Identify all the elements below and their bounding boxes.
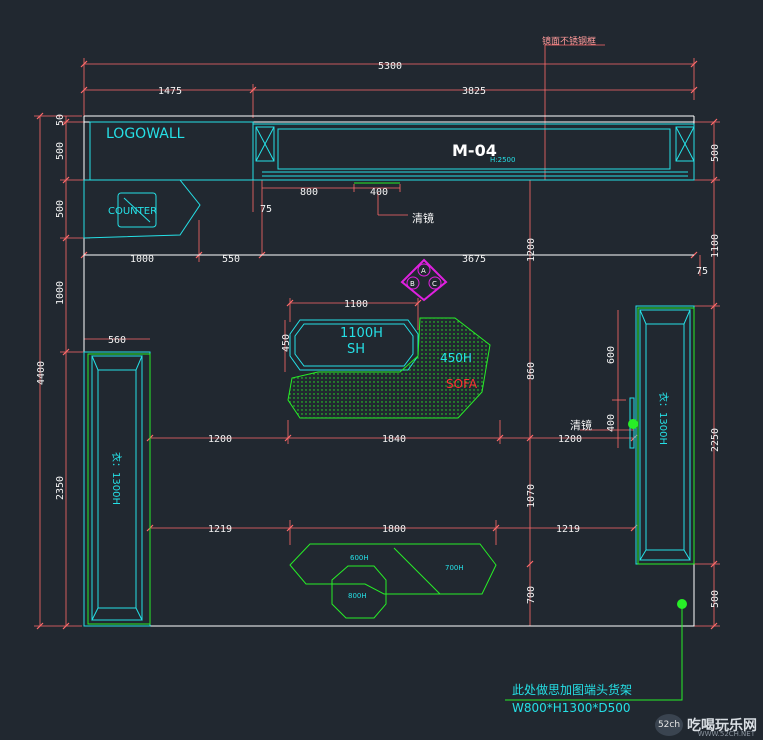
dim-left-500b: 500 — [55, 200, 66, 218]
dim-left-1000: 1000 — [55, 281, 66, 305]
sofa-shape — [287, 317, 491, 419]
note-leader — [505, 419, 687, 701]
logowall-label: LOGOWALL — [106, 126, 185, 142]
dim-1200-left: 1200 — [208, 434, 232, 445]
rack-left-label: 衣：1300H — [110, 452, 123, 505]
watermark-logo-icon: 52ch — [655, 714, 683, 736]
table-600h-label: 600H — [350, 554, 369, 562]
dim-total-width: 5300 — [378, 61, 402, 72]
dim-left-50: 50 — [55, 114, 66, 126]
watermark-url: WWW.52CH.NET — [697, 730, 755, 738]
dim-right-2250: 2250 — [710, 428, 721, 452]
dim-860: 860 — [526, 362, 537, 380]
rack-right-label: 衣：1300H — [657, 392, 670, 445]
table-700h-label: 700H — [445, 564, 464, 572]
clear-mirror-dot — [628, 419, 638, 429]
dim-1219-right: 1219 — [556, 524, 580, 535]
watermark: 52ch 吃喝玩乐网 — [655, 714, 757, 736]
m04-height-label: H:2500 — [490, 156, 515, 164]
dim-560: 560 — [108, 335, 126, 346]
dim-right-75: 75 — [696, 266, 708, 277]
dim-left-500a: 500 — [55, 142, 66, 160]
dim-400: 400 — [370, 187, 388, 198]
dim-1000: 1000 — [130, 254, 154, 265]
walls — [83, 115, 695, 627]
section-marker — [400, 258, 448, 302]
marker-a: A — [421, 267, 426, 275]
dim-right-500b: 500 — [710, 590, 721, 608]
dim-top-left: 1475 — [158, 86, 182, 97]
dim-1840: 1840 — [382, 434, 406, 445]
dim-550: 550 — [222, 254, 240, 265]
table-800h-label: 800H — [348, 592, 367, 600]
counter-label: COUNTER — [108, 206, 157, 217]
note-line-1: 此处做思加图端头货架 — [512, 682, 632, 697]
mirror-frame-note: 镜面不锈钢框 — [542, 35, 596, 47]
dim-1070: 1070 — [526, 484, 537, 508]
clear-mirror-top: 清镜 — [412, 211, 434, 225]
dim-75-left: 75 — [260, 204, 272, 215]
dim-1200-vertical: 1200 — [526, 238, 537, 262]
dim-left-2350: 2350 — [55, 476, 66, 500]
watermark-text: 吃喝玩乐网 — [687, 718, 757, 734]
dim-left-total: 4400 — [36, 361, 47, 385]
dim-800: 800 — [300, 187, 318, 198]
dim-right-1100: 1100 — [710, 234, 721, 258]
marker-c: C — [432, 280, 437, 288]
dim-400-right: 400 — [606, 414, 617, 432]
table-sh-label: SH — [347, 342, 365, 357]
table-height-label: 1100H — [340, 326, 383, 341]
dim-top-right: 3825 — [462, 86, 486, 97]
dim-right-500a: 500 — [710, 144, 721, 162]
sofa-height-label: 450H — [440, 351, 472, 365]
note-line-2: W800*H1300*D500 — [512, 701, 630, 715]
dim-1100-table: 1100 — [344, 299, 368, 310]
dim-700: 700 — [526, 586, 537, 604]
marker-b: B — [410, 280, 415, 288]
sofa-label: SOFA — [446, 377, 478, 391]
dim-600: 600 — [606, 346, 617, 364]
dim-1800: 1800 — [382, 524, 406, 535]
dim-3675: 3675 — [462, 254, 486, 265]
dim-1200-right: 1200 — [558, 434, 582, 445]
dim-450: 450 — [281, 334, 292, 352]
m04-label: M-04 — [452, 141, 497, 160]
clear-mirror-right: 清镜 — [570, 418, 592, 432]
furniture — [87, 182, 695, 625]
dim-1219-left: 1219 — [208, 524, 232, 535]
